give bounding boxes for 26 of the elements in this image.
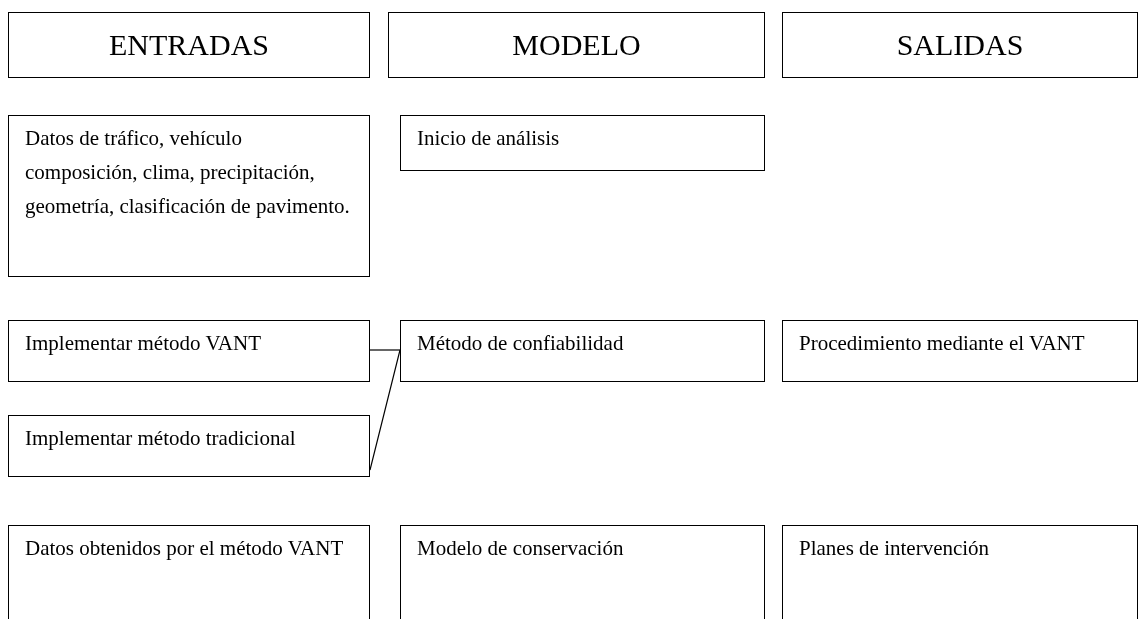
box-text: Implementar método VANT	[25, 330, 262, 357]
process-box	[8, 525, 370, 619]
column-header: SALIDAS	[896, 28, 1024, 62]
process-box	[8, 415, 370, 477]
process-box	[400, 525, 765, 619]
column-header: MODELO	[512, 28, 641, 62]
column-header: ENTRADAS	[109, 28, 269, 62]
column-header-box	[782, 12, 1138, 78]
box-text: Modelo de conservación	[417, 535, 625, 562]
box-text: Datos obtenidos por el método VANT	[25, 535, 345, 562]
process-box	[782, 525, 1138, 619]
process-box	[8, 320, 370, 382]
box-text: Implementar método tradicional	[25, 425, 297, 452]
box-text: Inicio de análisis	[417, 125, 561, 152]
process-box	[400, 320, 765, 382]
column-header-box	[8, 12, 370, 78]
box-text: Método de confiabilidad	[417, 330, 625, 357]
connector-line	[369, 349, 401, 351]
process-box	[400, 115, 765, 171]
box-text: Procedimiento mediante el VANT	[799, 330, 1086, 357]
process-box	[8, 115, 370, 277]
box-text: Datos de tráfico, vehículo composición, clima, precipitación, geometría, clasificación de pavimento.	[25, 125, 351, 220]
connector-line	[369, 349, 401, 471]
process-box	[782, 320, 1138, 382]
box-text: Planes de intervención	[799, 535, 991, 562]
column-header-box	[388, 12, 765, 78]
